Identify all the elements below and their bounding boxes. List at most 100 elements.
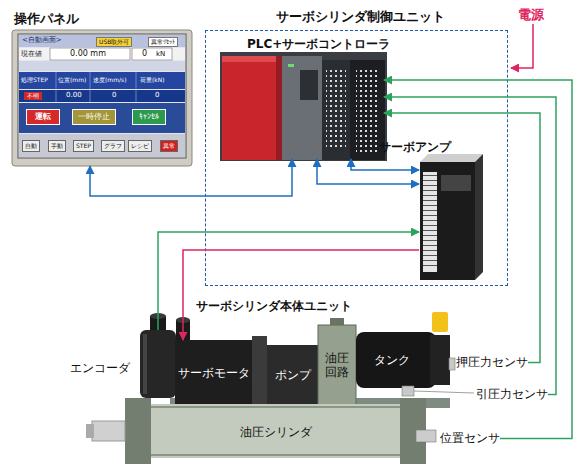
hydraulic-circuit: 油圧回路 — [318, 325, 356, 405]
signal-line — [351, 159, 419, 170]
amp-top — [420, 154, 483, 162]
node-text: 油圧シリンダ — [240, 424, 312, 441]
screen-bar — [19, 35, 185, 47]
tie-rod — [151, 454, 400, 456]
node-text: 押圧力センサ — [456, 354, 528, 371]
node-text: PLC+サーボコントローラ — [247, 36, 390, 53]
menu-button: 自動 — [22, 140, 40, 152]
plc-controller: PLC+サーボコントローラ — [221, 53, 384, 159]
screen-unit: kN — [156, 51, 165, 58]
table-header: 位置(mm) — [58, 77, 86, 83]
amp-side — [475, 154, 483, 280]
screen-row — [19, 48, 185, 60]
node-text: エンコーダ — [70, 360, 130, 377]
tank-end — [430, 335, 450, 385]
button-area — [19, 103, 185, 133]
screen-row — [19, 61, 185, 71]
amp-display — [441, 175, 471, 191]
amp-body — [420, 162, 475, 280]
node-text: ポンプ — [275, 367, 311, 384]
encoder-body — [140, 330, 176, 398]
cell-divider — [90, 72, 91, 102]
cpu-panel — [300, 70, 318, 100]
node-text: サーボアンプ — [379, 139, 451, 156]
menu-button: レシピ — [128, 140, 152, 152]
screen-text: 現在値 — [21, 51, 42, 58]
cell-divider — [136, 72, 137, 102]
table-header: 速度(mm/s) — [93, 77, 127, 83]
highlight — [143, 334, 147, 394]
signal-line — [317, 159, 419, 184]
io-leds — [326, 70, 346, 150]
node-text: 位置センサ — [440, 430, 500, 447]
unit-label: サーボシリンダ本体ユニット — [196, 300, 352, 312]
signal-line — [384, 113, 540, 363]
servo-motor: サーボモータ — [175, 340, 252, 406]
screen-button: 一時停止 — [72, 109, 116, 125]
signal-line — [90, 159, 292, 196]
pull-force-sensor: 引圧力センサ — [476, 386, 548, 403]
module-top — [222, 56, 282, 62]
module-side — [276, 56, 282, 160]
screen-button: 運転 — [26, 109, 60, 125]
plc-rack — [220, 52, 387, 161]
value-box — [132, 48, 172, 60]
panel-screen — [18, 34, 186, 158]
node-text: 操作パネル — [14, 10, 79, 28]
connector-cap — [176, 317, 190, 323]
menu-button: グラフ — [101, 140, 125, 152]
node-text: タンク — [374, 352, 410, 369]
status-led — [288, 64, 294, 67]
table-cell: 0.00 — [66, 92, 82, 99]
table-cell: 0 — [112, 92, 116, 99]
servo-amp: サーボアンプ — [419, 161, 474, 279]
table-cell: 0 — [155, 92, 159, 99]
menu-button: STEP — [73, 140, 94, 152]
signal-line — [158, 232, 419, 330]
rod-end — [86, 424, 94, 438]
cell-divider — [56, 72, 57, 102]
tank: タンク — [356, 332, 428, 388]
menu-area — [19, 134, 185, 157]
menu-button: 異常 — [160, 140, 178, 152]
plc-cpu-module — [282, 56, 322, 160]
hydraulic-cylinder: 油圧シリンダ — [151, 410, 400, 454]
node-text: 油圧回路 — [324, 351, 350, 380]
plc-power-module — [222, 56, 282, 160]
table-header: 荷重(kN) — [140, 77, 165, 83]
table-row — [19, 90, 185, 102]
panel-frame — [12, 30, 192, 166]
amp-terminal — [423, 172, 437, 272]
piston-rod — [92, 421, 125, 441]
table-header: 処理STEP — [21, 77, 48, 83]
amp-terminal-lines — [423, 174, 437, 270]
plc-io-module — [322, 60, 350, 160]
pump-body — [267, 345, 318, 405]
control-unit-group: サーボシリンダ制御ユニットPLC+サーボコントローラサーボアンプ — [205, 30, 508, 286]
cylinder-cap — [125, 398, 151, 464]
screen-value: 0.00 mm — [70, 50, 106, 58]
screen-button: ｷｬﾝｾﾙ — [132, 109, 166, 125]
push-force-sensor: 押圧力センサ — [456, 354, 528, 371]
terminal-block — [356, 68, 378, 152]
position-sensor: 位置センサ — [440, 430, 500, 447]
leader-line — [414, 391, 474, 393]
node-text: 引圧力センサ — [476, 386, 548, 403]
sensor-mark — [416, 430, 436, 442]
signal-line — [183, 250, 419, 340]
sensor-mark — [449, 358, 455, 370]
table-cell: 不明 — [24, 92, 42, 100]
power-line — [511, 24, 533, 68]
value-box — [50, 48, 130, 60]
manifold-block — [318, 325, 356, 405]
sensor-mark — [402, 386, 414, 396]
menu-button: 手動 — [48, 140, 66, 152]
tie-rod — [151, 406, 400, 408]
encoder: エンコーダ — [140, 330, 175, 398]
table-header — [19, 72, 185, 89]
